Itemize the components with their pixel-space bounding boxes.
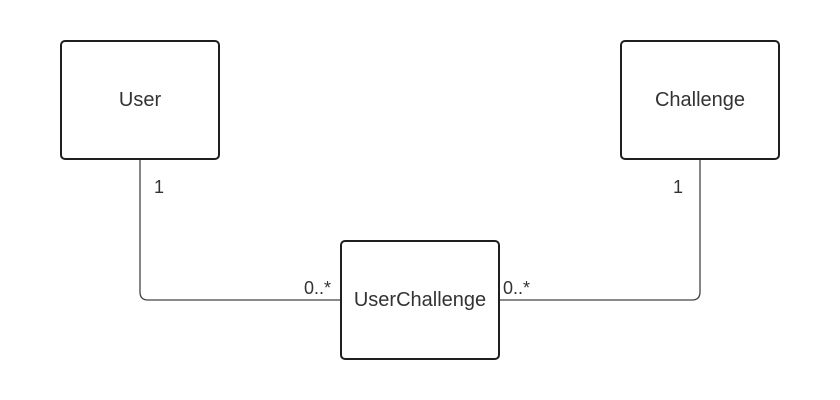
connector-challenge-userchallenge (499, 160, 701, 301)
entity-userchallenge-label: UserChallenge (353, 288, 487, 311)
entity-challenge[interactable]: Challenge (620, 40, 780, 160)
connector-user-userchallenge (139, 160, 341, 301)
multiplicity-challenge-end: 1 (673, 177, 684, 197)
entity-challenge-label: Challenge (654, 88, 746, 111)
multiplicity-userchallenge-right-end: 0..* (503, 278, 531, 298)
multiplicity-userchallenge-left-end: 0..* (304, 278, 332, 298)
entity-user-label: User (118, 88, 162, 111)
entity-userchallenge[interactable]: UserChallenge (340, 240, 500, 360)
multiplicity-user-end: 1 (154, 177, 165, 197)
entity-user[interactable]: User (60, 40, 220, 160)
